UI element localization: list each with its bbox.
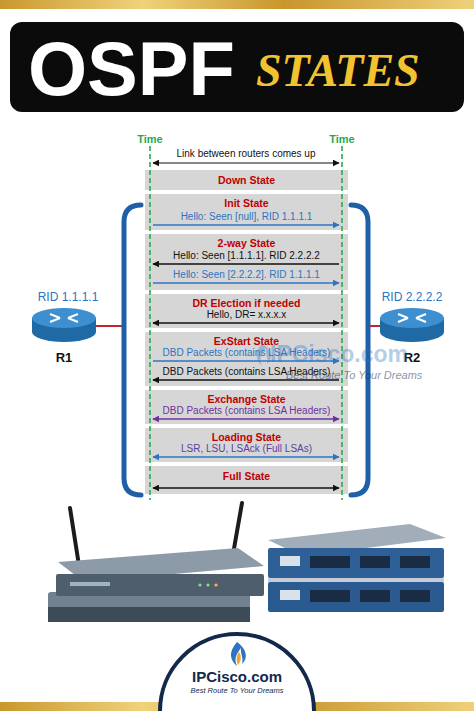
logo-text: IPCisco.com: [162, 668, 312, 685]
message-text: Hello: Seen [2.2.2.2]. RID 1.1.1.1: [145, 269, 348, 281]
message-arrow: [153, 379, 339, 380]
state-band: Down State: [145, 170, 348, 190]
bracket: [124, 205, 141, 495]
state-band: ExStart StateDBD Packets (contains LSA H…: [145, 332, 348, 386]
router-id: RID 1.1.1.1: [18, 290, 118, 304]
title-text: OSPF: [28, 31, 268, 107]
state-band: Init StateHello: Seen [null], RID 1.1.1.…: [145, 194, 348, 230]
time-label: Time: [322, 133, 362, 145]
link-line: [370, 325, 380, 327]
message-text: Hello, DR= x.x.x.x: [145, 309, 348, 321]
state-name: ExStart State: [145, 335, 348, 347]
watermark-flame: [257, 344, 271, 366]
message-arrow: [153, 418, 339, 419]
title-text: STATES: [256, 48, 461, 94]
message-arrow: [153, 263, 339, 264]
router-photo: [48, 503, 264, 622]
router-node: RID 1.1.1.1R1: [18, 290, 118, 370]
router-icon: [32, 308, 96, 342]
message-arrow: [153, 360, 339, 361]
state-name: Exchange State: [145, 393, 348, 405]
message-text: DBD Packets (contains LSA Headers): [145, 405, 348, 417]
message-text: DBD Packets (contains LSA Headers): [145, 347, 348, 359]
message-text: Hello: Seen [null], RID 1.1.1.1: [145, 211, 348, 223]
message-arrow: [153, 487, 339, 488]
state-name: Init State: [145, 197, 348, 209]
logo-slogan: Best Route To Your Dreams: [162, 686, 312, 695]
message-arrow: [153, 224, 339, 225]
state-name: Full State: [145, 470, 348, 482]
title-box: OSPFSTATES: [10, 22, 464, 112]
state-name: DR Election if needed: [145, 297, 348, 309]
time-line: [149, 146, 151, 500]
state-name: Loading State: [145, 431, 348, 443]
state-name: 2-way State: [145, 237, 348, 249]
router-name: R1: [18, 350, 110, 365]
state-band: 2-way StateHello: Seen [1.1.1.1]. RID 2.…: [145, 234, 348, 290]
message-text: Hello: Seen [1.1.1.1]. RID 2.2.2.2: [145, 250, 348, 262]
state-band: Exchange StateDBD Packets (contains LSA …: [145, 390, 348, 424]
message-arrow: [153, 456, 339, 457]
logo-flame: [231, 642, 246, 666]
router-id: RID 2.2.2.2: [362, 290, 462, 304]
logo-circle: IPCisco.comBest Route To Your Dreams: [158, 632, 316, 711]
message-text: DBD Packets (contains LSA Headers): [145, 366, 348, 378]
link-label: Link between routers comes up: [152, 148, 340, 160]
bracket: [351, 205, 368, 495]
state-band: Full State: [145, 466, 348, 494]
router-name: R2: [366, 350, 458, 365]
message-arrow: [153, 282, 339, 283]
message-arrow: [153, 322, 339, 323]
state-band: Loading StateLSR, LSU, LSAck (Full LSAs): [145, 428, 348, 462]
time-line: [341, 146, 343, 500]
message-arrow: [153, 162, 339, 163]
router-icon: [380, 308, 444, 342]
state-name: Down State: [145, 174, 348, 186]
router-photo: [268, 524, 446, 612]
router-node: RID 2.2.2.2R2: [362, 290, 462, 370]
message-text: LSR, LSU, LSAck (Full LSAs): [145, 443, 348, 455]
state-band: DR Election if neededHello, DR= x.x.x.x: [145, 294, 348, 328]
time-label: Time: [130, 133, 170, 145]
gold-bar: [0, 0, 474, 9]
link-line: [96, 325, 122, 327]
